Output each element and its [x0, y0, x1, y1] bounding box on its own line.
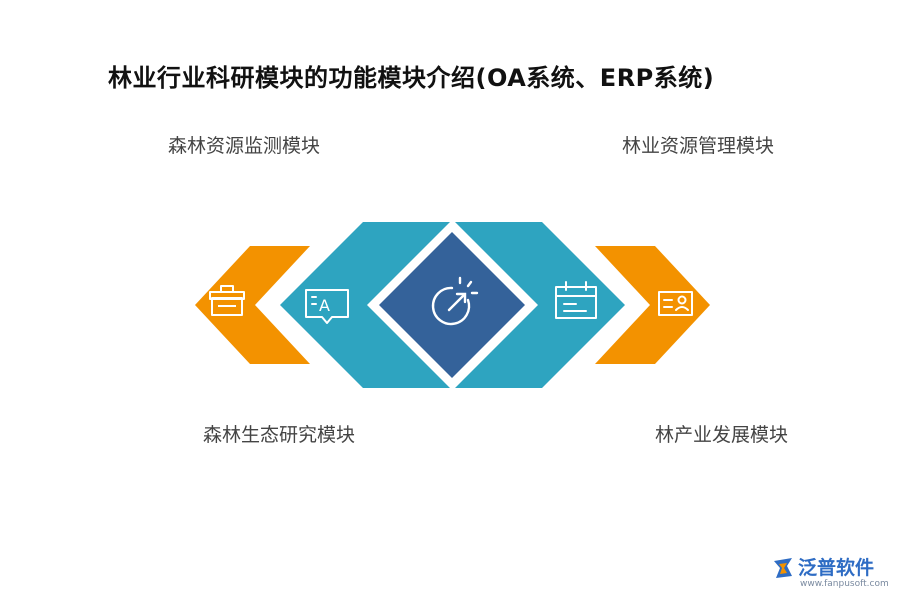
calendar-icon	[555, 281, 597, 319]
left-orange-chevron	[195, 246, 310, 364]
right-teal-hexagon	[455, 222, 625, 388]
module-label-industry-development: 林产业发展模块	[655, 424, 789, 446]
text-message-icon: A	[305, 289, 349, 324]
fanpu-logo-icon	[774, 558, 792, 578]
briefcase-icon	[209, 285, 245, 316]
gauge-icon	[431, 276, 479, 326]
module-label-ecology-research: 森林生态研究模块	[203, 424, 356, 446]
fanpusoft-watermark: 泛普软件 www.fanpusoft.com	[770, 553, 892, 593]
center-navy-diamond	[379, 232, 525, 378]
module-label-forest-monitoring: 森林资源监测模块	[168, 135, 321, 157]
watermark-name: 泛普软件	[798, 557, 875, 579]
module-label-resource-management: 林业资源管理模块	[622, 135, 775, 157]
svg-text:A: A	[319, 296, 330, 315]
right-orange-chevron	[595, 246, 710, 364]
left-teal-hexagon	[280, 222, 450, 388]
watermark-url: www.fanpusoft.com	[800, 579, 889, 589]
id-card-icon	[658, 291, 693, 316]
page-title: 林业行业科研模块的功能模块介绍(OA系统、ERP系统)	[108, 64, 715, 92]
